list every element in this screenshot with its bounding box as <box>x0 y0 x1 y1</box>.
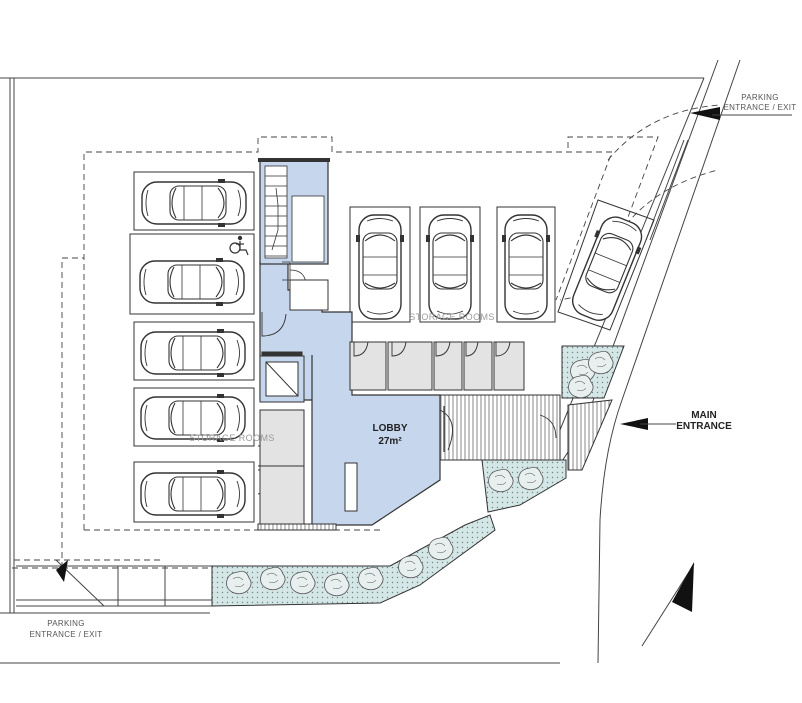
svg-text:ENTRANCE / EXIT: ENTRANCE / EXIT <box>724 103 797 112</box>
svg-text:ENTRANCE: ENTRANCE <box>676 421 732 432</box>
label-parking-bottom: PARKING ENTRANCE / EXIT <box>30 619 103 639</box>
label-main-entrance: MAIN ENTRANCE <box>676 410 732 432</box>
entrance-arrow-icon <box>620 107 792 430</box>
label-storage-left: STORAGE ROOMS <box>189 433 275 443</box>
car-icon <box>355 210 650 327</box>
wheelchair-icon <box>229 235 249 256</box>
svg-text:27m²: 27m² <box>378 436 402 447</box>
staircase <box>264 165 325 287</box>
entrance-ramp <box>439 394 613 471</box>
svg-text:PARKING: PARKING <box>47 619 85 628</box>
svg-text:PARKING: PARKING <box>741 93 779 102</box>
parking-bays-top <box>349 199 655 331</box>
label-parking-top: PARKING ENTRANCE / EXIT <box>724 93 797 112</box>
svg-text:MAIN: MAIN <box>691 410 717 421</box>
storage-rooms-left <box>257 409 337 531</box>
label-storage-upper: STORAGE ROOMS <box>409 312 495 322</box>
storage-rooms-right <box>349 341 525 391</box>
lobby-area <box>259 261 441 526</box>
lift <box>259 351 305 403</box>
dashed-outline <box>12 104 721 578</box>
storage-door-swings <box>353 341 511 357</box>
garage-door <box>16 559 215 607</box>
north-arrow-icon <box>641 562 695 647</box>
svg-text:ENTRANCE / EXIT: ENTRANCE / EXIT <box>30 630 103 639</box>
svg-text:LOBBY: LOBBY <box>373 423 408 434</box>
parking-bays-left <box>129 171 255 523</box>
bench <box>344 462 358 512</box>
label-lobby: LOBBY 27m² <box>373 423 408 447</box>
